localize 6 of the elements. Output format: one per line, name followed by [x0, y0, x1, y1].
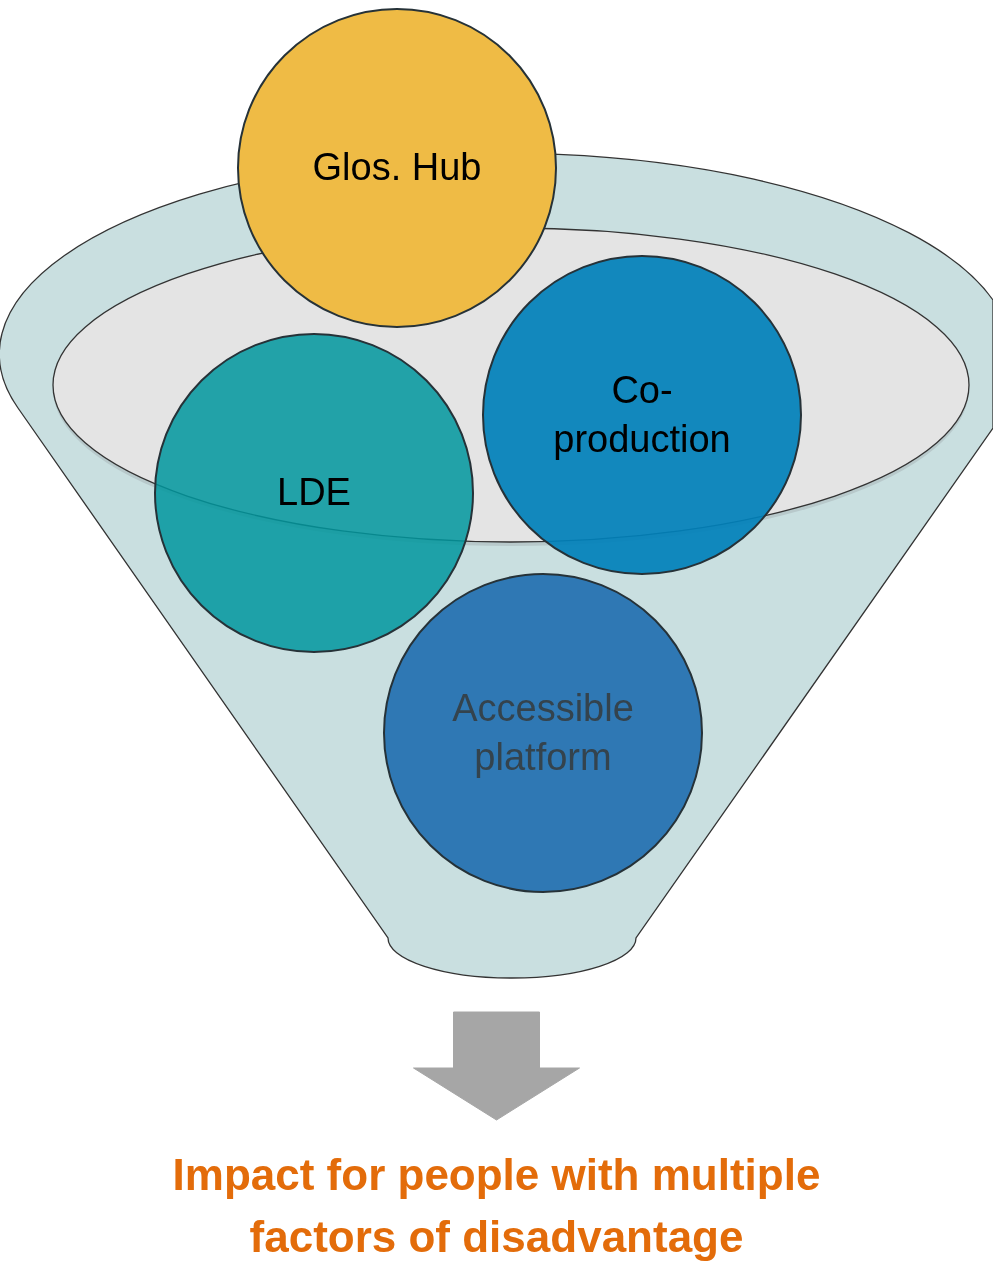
- outcome-text: Impact for people with multiple factors of disadvantage: [171, 1149, 822, 1263]
- circle-label: Glos. Hub: [311, 145, 483, 191]
- circle-label: Accessible platform: [451, 685, 635, 780]
- circle-label: LDE: [276, 470, 352, 516]
- circle-label: Co-production: [552, 367, 732, 462]
- down-arrow: [413, 1011, 580, 1121]
